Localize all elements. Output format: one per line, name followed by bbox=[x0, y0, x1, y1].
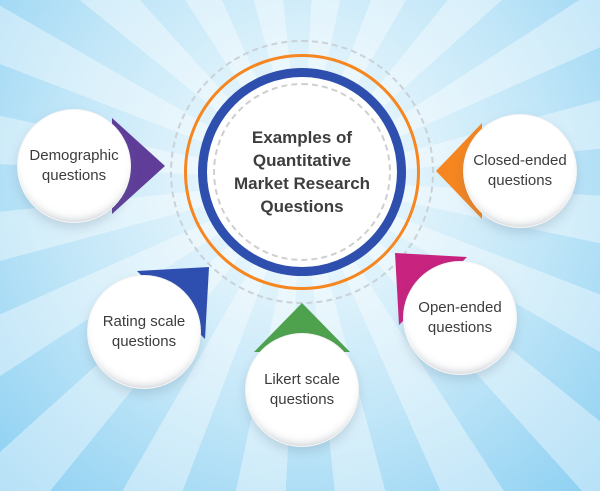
hub-title: Examples of Quantitative Market Research… bbox=[198, 68, 406, 276]
node-label-line: Rating scale bbox=[102, 313, 186, 330]
node-label: Closed-ended questions bbox=[473, 151, 566, 191]
node-label-line: questions bbox=[427, 319, 493, 336]
node-label-line: Closed-ended bbox=[473, 152, 567, 169]
node-label-line: Open-ended bbox=[418, 299, 502, 316]
hub-title-line: Examples of bbox=[251, 128, 353, 147]
node-label: Demographic questions bbox=[29, 146, 118, 186]
hub-title-line: Market Research bbox=[233, 174, 371, 193]
node-label-line: questions bbox=[111, 333, 177, 350]
node-label: Likert scale questions bbox=[264, 370, 340, 410]
node-label-line: questions bbox=[41, 167, 107, 184]
hub-title-line: Quantitative bbox=[252, 151, 352, 170]
hub-title-text: Examples of Quantitative Market Research… bbox=[234, 126, 370, 218]
hub-title-line: Questions bbox=[260, 197, 344, 216]
node-label-line: Demographic bbox=[29, 147, 119, 164]
node-label-line: Likert scale bbox=[264, 371, 340, 388]
node-rating-scale-questions: Rating scale questions bbox=[87, 275, 201, 389]
node-likert-scale-questions: Likert scale questions bbox=[245, 333, 359, 447]
node-label-line: questions bbox=[487, 172, 553, 189]
node-demographic-questions: Demographic questions bbox=[17, 109, 131, 223]
node-open-ended-questions: Open-ended questions bbox=[403, 261, 517, 375]
node-label: Open-ended questions bbox=[418, 298, 501, 338]
node-label: Rating scale questions bbox=[103, 312, 186, 352]
node-closed-ended-questions: Closed-ended questions bbox=[463, 114, 577, 228]
hub-inner-dashed-circle bbox=[213, 83, 391, 261]
hub-orange-ring bbox=[184, 54, 420, 290]
node-label-line: questions bbox=[269, 391, 335, 408]
